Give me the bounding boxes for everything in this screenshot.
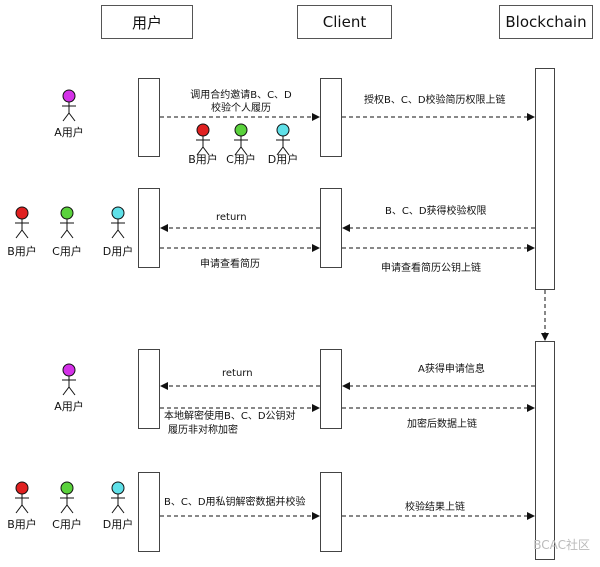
- blockchain-activation-1: [535, 68, 555, 290]
- actor-c-icon: [60, 481, 74, 514]
- user-activation-4: [138, 472, 160, 552]
- actor-b-name-2: B用户: [7, 245, 37, 258]
- actor-a-icon: [62, 89, 76, 122]
- user-activation-3: [138, 349, 160, 429]
- actor-c-name-2: C用户: [52, 245, 82, 258]
- blockchain-activation-2: [535, 341, 555, 560]
- actor-c-icon: [234, 123, 248, 156]
- actor-b-icon: [15, 206, 29, 239]
- msg-encrypted-upload: 加密后数据上链: [407, 419, 477, 430]
- actor-d-name-2: D用户: [102, 245, 134, 258]
- msg-authorize: 授权B、C、D校验简历权限上链: [364, 95, 506, 106]
- actor-c-name-1: C用户: [226, 153, 256, 166]
- actor-d-name-1: D用户: [267, 153, 299, 166]
- msg-a-receive: A获得申请信息: [418, 364, 485, 375]
- actor-b-name-1: B用户: [188, 153, 218, 166]
- client-activation-3: [320, 349, 342, 429]
- client-activation-4: [320, 472, 342, 552]
- actor-b-name-3: B用户: [7, 518, 37, 531]
- client-activation-2: [320, 188, 342, 268]
- client-activation-1: [320, 78, 342, 157]
- lane-header-user: 用户: [101, 5, 193, 39]
- msg-invite-line2: 校验个人履历: [211, 103, 271, 114]
- actor-c-icon: [60, 206, 74, 239]
- msg-decrypt-line1: 本地解密使用B、C、D公钥对: [164, 411, 296, 422]
- actor-d-icon: [276, 123, 290, 156]
- msg-permission: B、C、D获得校验权限: [385, 206, 487, 217]
- msg-return-1: return: [216, 212, 247, 223]
- actor-a-name-1: A用户: [54, 126, 84, 139]
- actor-d-icon: [111, 481, 125, 514]
- actor-b-icon: [196, 123, 210, 156]
- msg-invite-line1: 调用合约邀请B、C、D: [190, 90, 292, 101]
- msg-return-2: return: [222, 368, 253, 379]
- user-activation-2: [138, 188, 160, 268]
- msg-decrypt-line2: 履历非对称加密: [168, 425, 238, 436]
- watermark: BCAC社区: [533, 538, 590, 552]
- user-activation-1: [138, 78, 160, 157]
- msg-verify-upload: 校验结果上链: [405, 502, 465, 513]
- actor-d-name-3: D用户: [102, 518, 134, 531]
- lane-header-client: Client: [297, 5, 392, 39]
- actor-c-name-3: C用户: [52, 518, 82, 531]
- msg-request-resume: 申请查看简历: [200, 259, 260, 270]
- actor-a-icon: [62, 363, 76, 396]
- actor-a-name-2: A用户: [54, 400, 84, 413]
- msg-verify: B、C、D用私钥解密数据并校验: [164, 497, 306, 508]
- actor-d-icon: [111, 206, 125, 239]
- actor-b-icon: [15, 481, 29, 514]
- lane-header-blockchain: Blockchain: [499, 5, 593, 39]
- msg-request-key: 申请查看简历公钥上链: [381, 263, 481, 274]
